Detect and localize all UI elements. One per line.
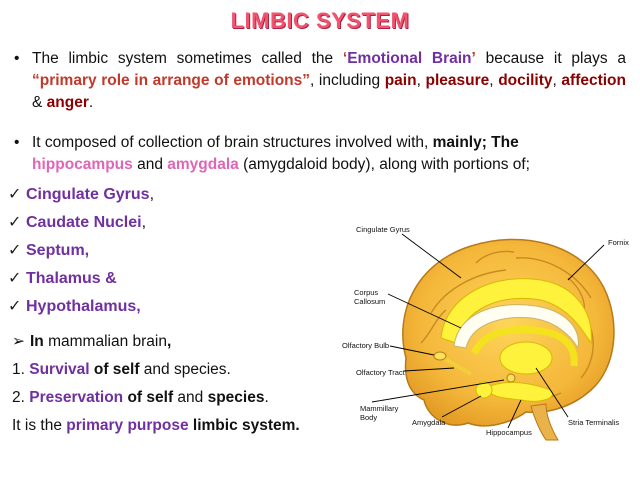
numbered-line-2: 2. Preservation of self and species. bbox=[12, 384, 300, 412]
checklist-label: Cingulate Gyrus bbox=[26, 186, 150, 203]
arrow-bullet-icon: ➢ bbox=[12, 333, 25, 350]
emotion-affection: affection bbox=[561, 72, 626, 89]
primary-purpose-term: primary purpose bbox=[66, 417, 189, 434]
emotion-anger: anger bbox=[46, 94, 89, 111]
primary-role-quote: “primary role in arrange of emotions” bbox=[32, 72, 310, 89]
emotion-docility: docility bbox=[498, 72, 553, 89]
checklist-label: Thalamus & bbox=[26, 270, 117, 287]
text: The limbic system sometimes called the bbox=[32, 50, 343, 67]
text: mammalian brain bbox=[43, 333, 167, 350]
hippocampus-term: hippocampus bbox=[32, 156, 133, 173]
checklist-item: ✓Caudate Nuclei, bbox=[8, 212, 146, 232]
corpus-callosum-shape bbox=[453, 304, 579, 350]
text: and species. bbox=[139, 361, 231, 378]
checklist-item: ✓Septum, bbox=[8, 240, 89, 260]
label-fornix: Fornix bbox=[608, 238, 629, 247]
label-mammillary-2: Body bbox=[360, 413, 377, 422]
label-olfactory-tract: Olfactory Tract bbox=[356, 368, 406, 377]
olfactory-bulb-shape bbox=[433, 351, 447, 361]
olfactory-tract-shape bbox=[442, 356, 473, 376]
numbered-line-1: 1. Survival of self and species. bbox=[12, 356, 300, 384]
checklist-item: ✓Hypothalamus, bbox=[8, 296, 141, 316]
text: . bbox=[264, 389, 269, 406]
text: of self bbox=[89, 361, 140, 378]
text: , bbox=[552, 72, 562, 89]
thalamus-shape bbox=[499, 341, 553, 375]
text: 2. bbox=[12, 389, 30, 406]
survival-term: Survival bbox=[29, 361, 90, 378]
text: because it plays a bbox=[475, 50, 626, 67]
text: . bbox=[88, 94, 94, 111]
quote-open: ‘ bbox=[342, 50, 348, 67]
paragraph-structures: • It composed of collection of brain str… bbox=[14, 132, 626, 176]
emotion-pain: pain bbox=[384, 72, 417, 89]
arrow-line: ➢ In mammalian brain, bbox=[12, 328, 300, 356]
text: It is the bbox=[12, 417, 67, 434]
bullet-dot: • bbox=[14, 50, 20, 67]
checkmark-icon: ✓ bbox=[8, 186, 22, 203]
checkmark-icon: ✓ bbox=[8, 214, 22, 231]
label-stria-terminalis: Stria Terminalis bbox=[568, 418, 619, 427]
emotional-brain-term: Emotional Brain bbox=[347, 50, 472, 67]
label-corpus-callosum-1: Corpus bbox=[354, 288, 378, 297]
paragraph-emotional-brain: • The limbic system sometimes called the… bbox=[14, 48, 626, 114]
cingulate-gyrus-shape bbox=[440, 278, 592, 345]
checklist-label: Caudate Nuclei bbox=[26, 214, 142, 231]
text: (amygdaloid body), along with portions o… bbox=[238, 156, 530, 173]
bullet-dot: • bbox=[14, 134, 20, 151]
amygdala-shape bbox=[475, 381, 493, 399]
mammillary-body-shape bbox=[506, 373, 516, 383]
emotion-pleasure: pleasure bbox=[425, 72, 490, 89]
hippocampus-shape bbox=[485, 381, 554, 402]
label-cingulate-gyrus: Cingulate Gyrus bbox=[356, 225, 410, 234]
checklist-label: Hypothalamus, bbox=[26, 298, 141, 315]
text: and bbox=[132, 156, 168, 173]
limbic-brain-diagram: Cingulate Gyrus Fornix Corpus Callosum O… bbox=[342, 225, 629, 441]
checkmark-icon: ✓ bbox=[8, 242, 22, 259]
label-mammillary-1: Mammillary bbox=[360, 404, 399, 413]
text: , bbox=[489, 72, 499, 89]
text: , including bbox=[310, 72, 385, 89]
gyri-lines bbox=[420, 250, 594, 400]
label-hippocampus: Hippocampus bbox=[486, 428, 532, 437]
text: , bbox=[166, 333, 172, 350]
text: It composed of collection of brain struc… bbox=[32, 134, 433, 151]
text: , bbox=[149, 186, 155, 203]
text: In bbox=[30, 333, 44, 350]
label-amygdala: Amygdala bbox=[412, 418, 446, 427]
mammalian-section: ➢ In mammalian brain, 1. Survival of self… bbox=[12, 328, 300, 440]
mainly-the: mainly; The bbox=[432, 134, 519, 151]
checkmark-icon: ✓ bbox=[8, 270, 22, 287]
checklist-item: ✓Cingulate Gyrus, bbox=[8, 184, 154, 204]
leader-lines bbox=[371, 233, 605, 429]
preservation-term: Preservation bbox=[29, 389, 124, 406]
text: & bbox=[32, 94, 47, 111]
text: 1. bbox=[12, 361, 30, 378]
text: of self bbox=[123, 389, 174, 406]
amygdala-term: amygdala bbox=[167, 156, 239, 173]
text: limbic system. bbox=[188, 417, 300, 434]
checkmark-icon: ✓ bbox=[8, 298, 22, 315]
text: and bbox=[173, 389, 208, 406]
quote-close: ’ bbox=[471, 50, 476, 67]
brainstem-shape bbox=[530, 403, 559, 441]
label-olfactory-bulb: Olfactory Bulb bbox=[342, 341, 389, 350]
slide-title: LIMBIC SYSTEM bbox=[230, 8, 410, 33]
checklist-item: ✓Thalamus & bbox=[8, 268, 117, 288]
checklist-label: Septum, bbox=[26, 242, 90, 259]
summary-line: It is the primary purpose limbic system. bbox=[12, 412, 300, 440]
text: species bbox=[207, 389, 265, 406]
text: , bbox=[416, 72, 421, 89]
fornix-shape bbox=[470, 326, 578, 367]
text: , bbox=[141, 214, 147, 231]
label-corpus-callosum-2: Callosum bbox=[354, 297, 385, 306]
